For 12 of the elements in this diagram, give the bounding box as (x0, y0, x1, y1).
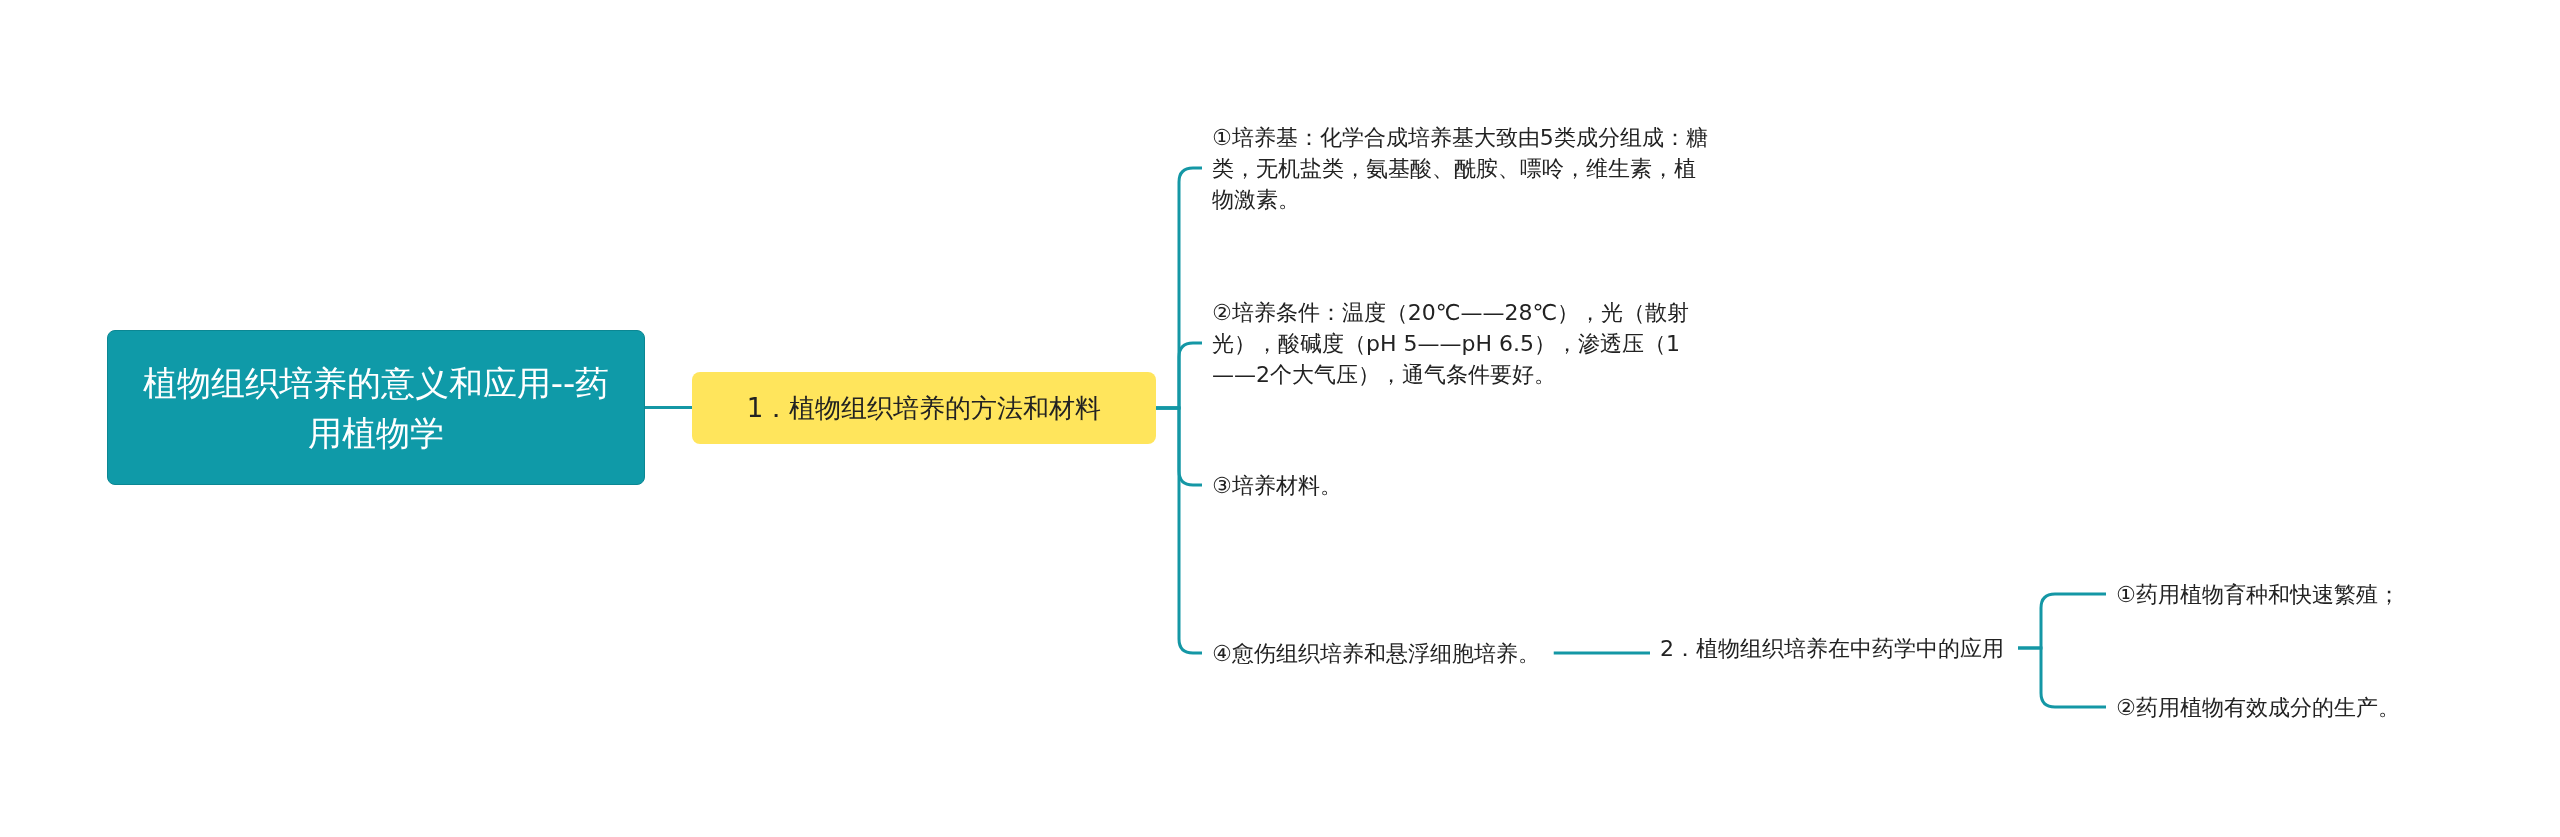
topic-box: 1．植物组织培养的方法和材料 (692, 372, 1156, 444)
topic-text: ②培养条件：温度（20℃——28℃），光（散射光），酸碱度（pH 5——pH 6.5），渗透压（1——2个大气压），通气条件要好。 (1212, 293, 1717, 393)
connector-line (645, 406, 692, 409)
topic-text: ④愈伤组织培养和悬浮细胞培养。 (1212, 637, 1592, 669)
connector-line (2018, 646, 2106, 709)
root-topic-box: 植物组织培养的意义和应用--药用植物学 (107, 330, 645, 485)
topic-text: ①药用植物育种和快速繁殖； (2116, 578, 2476, 610)
topic-text: ①培养基：化学合成培养基大致由5类成分组成：糖类，无机盐类，氨基酸、酰胺、嘌呤，维生素，植物激素。 (1212, 118, 1717, 218)
topic-text: ②药用植物有效成分的生产。 (2116, 691, 2476, 723)
connector-line (1553, 651, 1650, 655)
topic-text: ③培养材料。 (1212, 469, 1512, 501)
topic-text: 2．植物组织培养在中药学中的应用 (1660, 632, 2060, 664)
